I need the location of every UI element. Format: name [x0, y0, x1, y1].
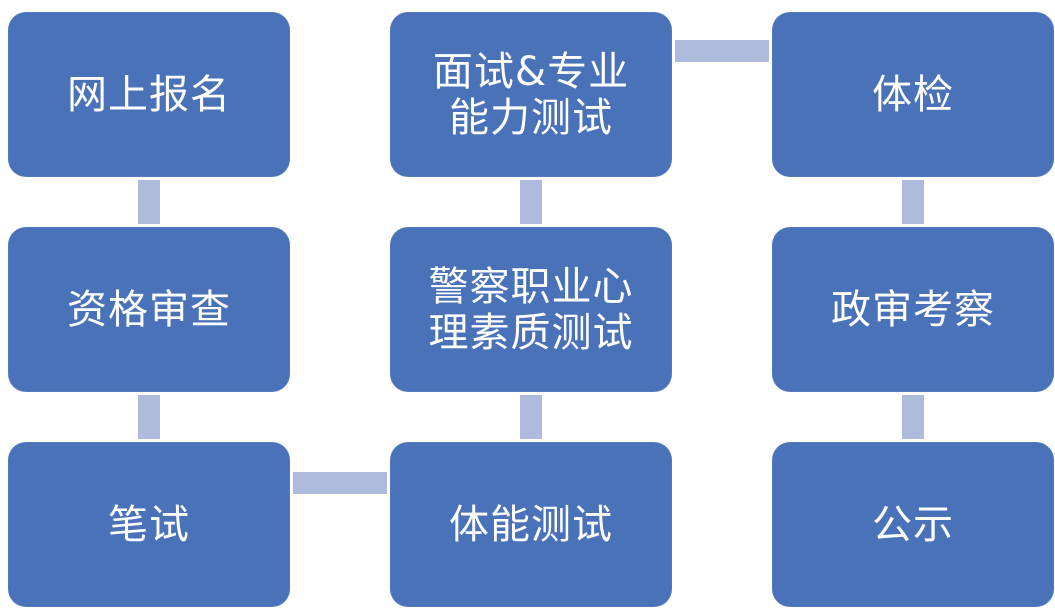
step-political-review: 政审考察	[772, 227, 1054, 392]
step-medical-exam: 体检	[772, 12, 1054, 177]
connector-4-5	[520, 395, 542, 439]
step-public-announcement: 公示	[772, 442, 1054, 607]
connector-1-2	[138, 180, 160, 224]
step-online-registration: 网上报名	[8, 12, 290, 177]
step-psychological-test: 警察职业心 理素质测试	[390, 227, 672, 392]
step-physical-test: 体能测试	[390, 442, 672, 607]
connector-7-8	[902, 180, 924, 224]
step-written-exam: 笔试	[8, 442, 290, 607]
step-interview-professional-test: 面试&专业 能力测试	[390, 12, 672, 177]
connector-6-7	[675, 40, 769, 62]
connector-8-9	[902, 395, 924, 439]
connector-5-6	[520, 180, 542, 224]
connector-3-4	[293, 472, 387, 494]
step-qualification-review: 资格审查	[8, 227, 290, 392]
connector-2-3	[138, 395, 160, 439]
